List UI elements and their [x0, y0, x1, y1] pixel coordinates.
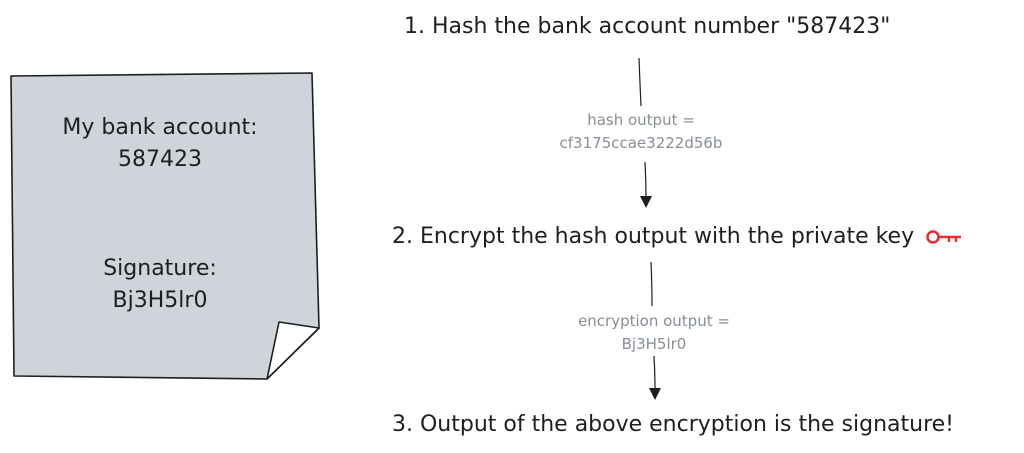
note-account-label: My bank account:: [62, 115, 258, 140]
step-3-text: 3. Output of the above encryption is the…: [392, 412, 954, 437]
step-2: 2. Encrypt the hash output with the priv…: [392, 224, 963, 249]
arrow-1-top-segment: [638, 57, 642, 107]
edge-1-label-line1: hash output =: [587, 111, 695, 129]
sticky-note: [10, 72, 320, 380]
note-account-number: 587423: [118, 147, 202, 172]
arrow-2-head: [649, 388, 661, 400]
arrow-1-bottom-segment: [644, 161, 647, 199]
note-signature-label: Signature:: [103, 256, 217, 281]
arrow-1-head: [640, 196, 652, 208]
note-signature-value: Bj3H5lr0: [112, 288, 208, 313]
key-icon: [926, 230, 962, 244]
arrow-2-bottom-segment: [653, 355, 656, 391]
note-folded-corner: [266, 321, 320, 380]
step-1-text: 1. Hash the bank account number "587423": [404, 14, 891, 39]
edge-2-label-line2: Bj3H5lr0: [621, 335, 687, 353]
edge-1-label-line2: cf3175ccae3222d56b: [559, 134, 723, 152]
step-2-text: 2. Encrypt the hash output with the priv…: [392, 224, 915, 249]
arrow-2-top-segment: [650, 261, 653, 307]
edge-2-label-line1: encryption output =: [578, 312, 730, 330]
